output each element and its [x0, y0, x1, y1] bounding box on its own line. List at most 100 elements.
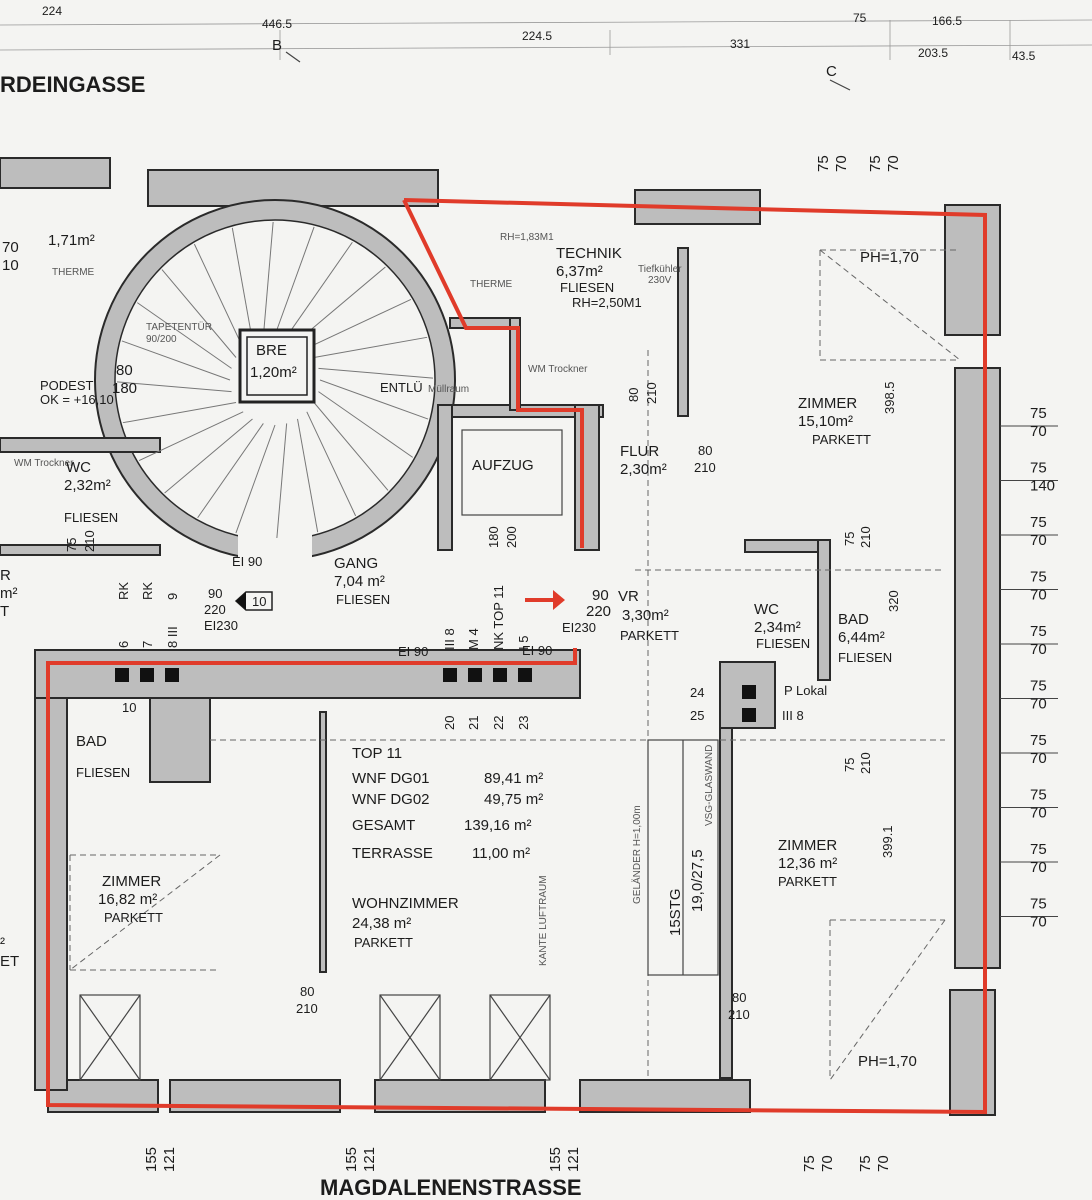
- stair-tread: [286, 241, 353, 337]
- top11-summary: TOP 11 WNF DG01 89,41 m² WNF DG02 49,75 …: [352, 745, 543, 862]
- kante-luftraum: KANTE LUFTRAUM: [538, 875, 549, 966]
- zimmer-se-area: 12,36 m²: [778, 855, 837, 872]
- shaft2-label-3: NK TOP 11: [491, 585, 506, 650]
- left-dim-10: 10: [2, 257, 19, 274]
- bottom-dim-2b: 121: [361, 1147, 378, 1172]
- wc2-floor: FLIESEN: [756, 636, 810, 651]
- zimmer-se-ph: PH=1,70: [858, 1053, 917, 1070]
- wc2-name: WC: [754, 601, 779, 618]
- wm-trockner-right: WM Trockner: [528, 364, 588, 375]
- technik-area: 6,37m²: [556, 263, 603, 280]
- top-dimension-chain: 224 446.5 224.5 331 75 166.5 203.5 43.5 …: [0, 4, 1092, 91]
- window-dim-1b: 210: [858, 526, 873, 548]
- gang-door-220: 220: [204, 602, 226, 617]
- wohnzimmer-door-80: 80: [300, 984, 314, 999]
- wc-left-d75: 75: [64, 538, 79, 552]
- right-dim-bottom: 70: [1030, 532, 1047, 549]
- room-area-1-71: 1,71m²: [48, 232, 95, 249]
- right-dim-bottom: 70: [1030, 914, 1047, 931]
- stair-tread: [138, 411, 244, 462]
- wc2-area: 2,34m²: [754, 619, 801, 636]
- gang-marker: 10: [252, 594, 266, 609]
- shaft-iii8: III 8: [782, 708, 804, 723]
- gang-door-90: 90: [208, 586, 222, 601]
- flur-door2-210: 210: [694, 460, 716, 475]
- tiefkuehler-voltage: 230V: [648, 275, 672, 286]
- tiefkuehler-label: Tiefkühler: [638, 264, 682, 275]
- shaft-num-22: 22: [491, 716, 506, 730]
- vr-door-90: 90: [592, 587, 609, 604]
- stair-tread: [319, 379, 429, 420]
- top11-row-2-value: 49,75 m²: [484, 791, 543, 808]
- right-dim-bottom: 70: [1030, 696, 1047, 713]
- stair-door-80: 80: [116, 362, 133, 379]
- stair-steps: 15STG: [667, 888, 684, 936]
- vr-floor: PARKETT: [620, 628, 679, 643]
- stair-ratio: 19,0/27,5: [689, 849, 706, 912]
- top11-row-2-label: WNF DG02: [352, 791, 430, 808]
- top-right-dim-1a: 75: [815, 155, 832, 172]
- zimmer-sw-name: ZIMMER: [102, 873, 161, 890]
- section-mark-b: B: [272, 37, 282, 54]
- shaft-num-23: 23: [516, 716, 531, 730]
- bottom-dim-3a: 155: [547, 1147, 564, 1172]
- stair-tread: [318, 367, 434, 379]
- zimmer-se-name: ZIMMER: [778, 837, 837, 854]
- zimmer-se-door-80: 80: [732, 990, 746, 1005]
- wc-left-name: WC: [66, 459, 91, 476]
- bottom-dim-2a: 155: [343, 1147, 360, 1172]
- shaft-label-7: 7: [140, 641, 155, 648]
- stair-tread: [274, 226, 315, 336]
- dim-75: 75: [853, 11, 867, 25]
- gang-ei90-2: EI 90: [398, 644, 428, 659]
- therme-technik: THERME: [470, 279, 513, 290]
- zimmer-se-dim: 399.1: [880, 825, 895, 858]
- shaft-blocks: [115, 668, 756, 722]
- left-edge-t: T: [0, 603, 9, 620]
- flur-door-80: 80: [626, 388, 641, 402]
- wohnzimmer-floor: PARKETT: [354, 935, 413, 950]
- bad-e-area: 6,44m²: [838, 629, 885, 646]
- gang-area: 7,04 m²: [334, 573, 385, 590]
- stair-tread: [121, 340, 231, 381]
- gang-name: GANG: [334, 555, 378, 572]
- bottom-dim-5a: 75: [857, 1155, 874, 1172]
- rk-label-3: 9: [165, 593, 180, 600]
- right-dim-top: 75: [1030, 732, 1047, 749]
- gang-ei90: EI 90: [232, 554, 262, 569]
- right-dimension-chain: 7570751407570757075707570757075707570757…: [1000, 405, 1058, 931]
- aufzug-door-200: 200: [504, 526, 519, 548]
- stair-gelaender: GELÄNDER H=1,00m: [631, 805, 643, 904]
- stair-tread: [306, 298, 412, 349]
- stair-tread: [193, 243, 244, 349]
- right-dim-top: 75: [1030, 787, 1047, 804]
- wm-trockner-left: WM Trockner: [14, 458, 74, 469]
- stair-glaswand: VSG-GLASWAND: [704, 745, 715, 826]
- left-dim-70: 70: [2, 239, 19, 256]
- technik-floor: FLIESEN: [560, 280, 614, 295]
- technik-rh: RH=2,50M1: [572, 295, 642, 310]
- left-edge-et: ET: [0, 953, 19, 970]
- stair-tread: [197, 423, 264, 519]
- stair-tread: [235, 424, 276, 534]
- right-dim-bottom: 70: [1030, 641, 1047, 658]
- zimmer-sw-floor: PARKETT: [104, 910, 163, 925]
- zimmer-ne-area: 15,10m²: [798, 413, 853, 430]
- stair-tread: [231, 227, 253, 342]
- top11-row-1-label: WNF DG01: [352, 770, 430, 787]
- stair-tread: [313, 402, 389, 491]
- right-dim-top: 75: [1030, 841, 1047, 858]
- flur-door-210: 210: [644, 382, 659, 404]
- top11-title: TOP 11: [352, 745, 402, 762]
- shaft2-label-2: M 4: [466, 628, 481, 650]
- right-dim-top: 75: [1030, 623, 1047, 640]
- top11-row-3-value: 139,16 m²: [464, 817, 532, 834]
- bad-e-name: BAD: [838, 611, 869, 628]
- gang-ei230: EI230: [204, 618, 238, 633]
- wohnzimmer-name: WOHNZIMMER: [352, 895, 459, 912]
- stair-tread: [306, 411, 357, 517]
- top-right-dim-2b: 70: [885, 155, 902, 172]
- top-right-dim-2a: 75: [867, 155, 884, 172]
- stair-tread: [164, 418, 253, 494]
